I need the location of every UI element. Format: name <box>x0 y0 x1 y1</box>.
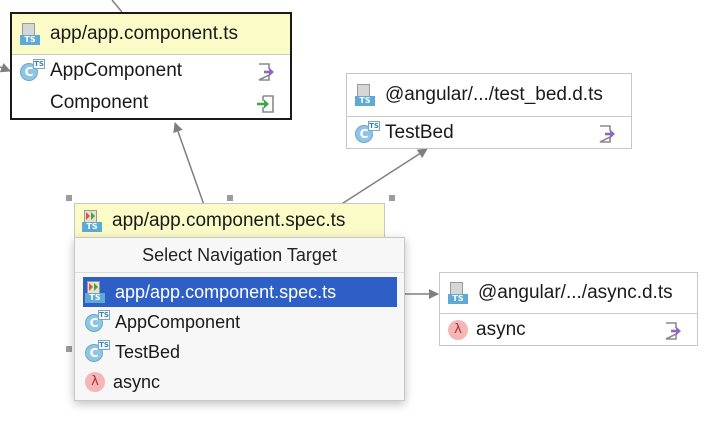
node-member-row[interactable]: λ async <box>440 314 697 346</box>
node-header[interactable]: TS @angular/.../async.d.ts <box>440 273 697 314</box>
member-label: AppComponent <box>50 60 183 81</box>
node-header[interactable]: TS app/app.component.spec.ts <box>75 204 384 239</box>
edge-incoming-top <box>111 0 123 13</box>
member-label: Component <box>50 92 149 113</box>
edge-spec-to-test-bed <box>339 148 428 206</box>
resize-handle[interactable] <box>66 195 72 201</box>
node-title: app/app.component.spec.ts <box>112 210 346 231</box>
lambda-icon: λ <box>448 320 468 340</box>
export-icon <box>597 124 617 150</box>
ts-spec-file-icon: TS <box>82 210 104 232</box>
member-label: async <box>476 319 526 340</box>
node-header[interactable]: TS @angular/.../test_bed.d.ts <box>347 74 631 117</box>
import-icon <box>256 94 276 120</box>
edge-spec-to-app-component <box>173 122 205 206</box>
lambda-icon: λ <box>85 372 105 392</box>
node-title: app/app.component.ts <box>50 23 239 44</box>
ts-spec-file-icon: TS <box>85 281 107 303</box>
ts-file-icon: TS <box>448 282 470 304</box>
node-header[interactable]: TS app/app.component.ts <box>12 14 290 55</box>
popup-item-label: async <box>113 371 161 392</box>
edge-incoming-left <box>0 63 11 73</box>
resize-handle[interactable] <box>227 195 233 201</box>
export-icon <box>256 62 276 88</box>
popup-item-label: app/app.component.spec.ts <box>115 281 337 302</box>
resize-handle[interactable] <box>389 195 395 201</box>
node-async[interactable]: TS @angular/.../async.d.ts λ async <box>439 272 698 346</box>
ts-file-icon: TS <box>20 23 42 45</box>
popup-item-label: AppComponent <box>115 311 241 332</box>
ts-file-icon: TS <box>355 84 377 106</box>
node-title: @angular/.../async.d.ts <box>478 282 673 303</box>
export-icon <box>663 321 683 347</box>
popup-title: Select Navigation Target <box>75 238 404 273</box>
popup-item-async[interactable]: λ async <box>83 367 397 397</box>
resize-handle[interactable] <box>66 346 72 352</box>
member-label: TestBed <box>385 122 454 143</box>
popup-item-spec-file[interactable]: TS app/app.component.spec.ts <box>83 277 397 307</box>
navigation-target-popup[interactable]: Select Navigation Target TS app/app.comp… <box>74 237 405 401</box>
popup-item-label: TestBed <box>115 341 181 362</box>
node-member-row[interactable]: Component <box>12 87 290 119</box>
node-title: @angular/.../test_bed.d.ts <box>385 84 603 105</box>
